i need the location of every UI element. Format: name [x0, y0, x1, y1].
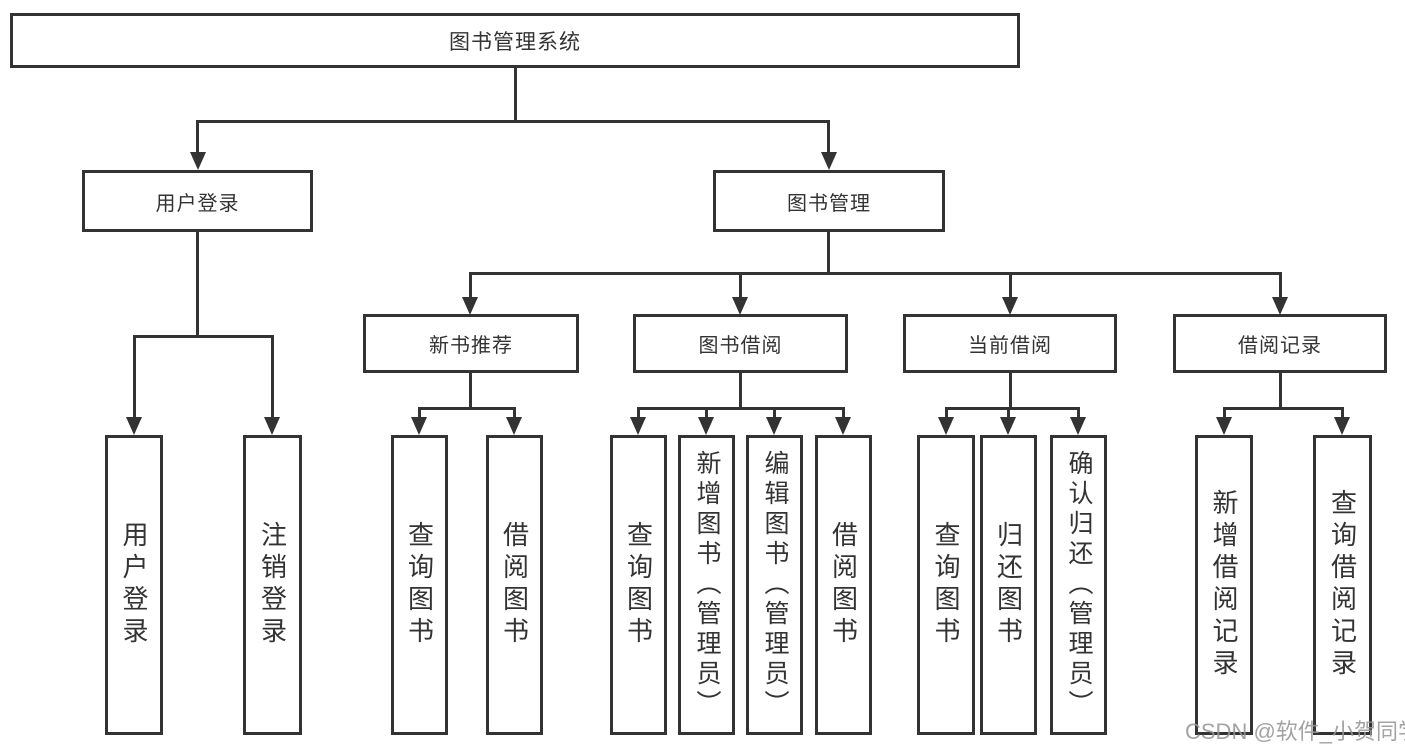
leaf-label: 借阅图书: [499, 521, 530, 649]
arrow-down-icon: [1216, 417, 1232, 435]
leaf-label: 用户登录: [119, 521, 149, 649]
leaf-label: 借阅图书: [828, 521, 859, 649]
node-current-borrow: 当前借阅: [903, 314, 1117, 373]
leaf-add-borrow-record: 新增借阅记录: [1195, 435, 1253, 735]
arrow-down-icon: [462, 297, 478, 315]
node-user-login: 用户登录: [82, 170, 313, 232]
node-library-management-system: 图书管理系统: [10, 13, 1020, 68]
connector-vline: [514, 68, 517, 123]
arrow-down-icon: [1272, 297, 1288, 315]
connector-vline: [1077, 407, 1080, 421]
connector-vline: [705, 407, 708, 421]
connector-vline: [842, 407, 845, 421]
connector-hline: [133, 335, 274, 338]
node-label: 新书推荐: [429, 335, 513, 357]
arrow-down-icon: [766, 417, 782, 435]
connector-hline: [469, 272, 1282, 275]
arrow-down-icon: [732, 297, 748, 315]
leaf-user-login: 用户登录: [105, 435, 163, 735]
node-label: 图书管理: [787, 192, 871, 215]
arrow-down-icon: [698, 417, 714, 435]
connector-hline: [196, 120, 830, 123]
node-new-book-recommend: 新书推荐: [363, 314, 579, 373]
connector-vline: [1009, 373, 1012, 410]
connector-vline: [945, 407, 948, 421]
arrow-down-icon: [190, 152, 206, 170]
arrow-down-icon: [630, 417, 646, 435]
leaf-label: 查询图书: [931, 521, 961, 649]
connector-vline: [469, 272, 472, 299]
connector-vline: [827, 232, 830, 275]
arrow-down-icon: [1334, 417, 1350, 435]
connector-vline: [469, 373, 472, 410]
connector-vline: [133, 335, 136, 419]
arrow-down-icon: [264, 417, 280, 435]
connector-vline: [1341, 407, 1344, 421]
connector-hline: [945, 407, 1080, 410]
connector-vline: [637, 407, 640, 421]
csdn-watermark: CSDN @软件_小贺同学: [1185, 719, 1405, 744]
leaf-query-books-borrow: 查询图书: [610, 435, 667, 735]
arrow-down-icon: [1002, 297, 1018, 315]
arrow-down-icon: [835, 417, 851, 435]
leaf-confirm-return-admin: 确认归还（管理员）: [1050, 435, 1107, 735]
connector-vline: [827, 120, 830, 155]
connector-vline: [1007, 407, 1010, 421]
leaf-add-book-admin: 新增图书（管理员）: [678, 435, 735, 735]
connector-hline: [1223, 407, 1344, 410]
connector-vline: [739, 373, 742, 410]
connector-hline: [637, 407, 845, 410]
arrow-down-icon: [411, 417, 427, 435]
arrow-down-icon: [1000, 417, 1016, 435]
leaf-borrow-books-recommend: 借阅图书: [486, 435, 543, 735]
node-label: 图书借阅: [698, 335, 783, 357]
node-label: 当前借阅: [968, 335, 1052, 357]
connector-vline: [1223, 407, 1226, 421]
leaf-label: 归还图书: [993, 521, 1024, 649]
connector-vline: [1279, 272, 1282, 299]
leaf-edit-book-admin: 编辑图书（管理员）: [746, 435, 803, 735]
node-borrow-records: 借阅记录: [1173, 314, 1387, 373]
connector-vline: [271, 335, 274, 419]
leaf-query-books-current: 查询图书: [917, 435, 975, 735]
node-label: 用户登录: [155, 192, 240, 215]
leaf-label: 注销登录: [257, 521, 288, 649]
connector-vline: [1279, 373, 1282, 410]
connector-vline: [196, 120, 199, 155]
node-book-borrow: 图书借阅: [633, 314, 848, 373]
connector-vline: [196, 232, 199, 338]
connector-hline: [418, 407, 516, 410]
leaf-label: 查询借阅记录: [1327, 489, 1358, 681]
node-label: 图书管理系统: [449, 30, 581, 54]
leaf-label: 新增借阅记录: [1209, 489, 1239, 681]
arrow-down-icon: [1070, 417, 1086, 435]
connector-vline: [513, 407, 516, 421]
leaf-query-books-recommend: 查询图书: [391, 435, 448, 735]
node-label: 借阅记录: [1238, 335, 1322, 357]
connector-vline: [1009, 272, 1012, 299]
arrow-down-icon: [938, 417, 954, 435]
arrow-down-icon: [821, 152, 837, 170]
arrow-down-icon: [126, 417, 142, 435]
leaf-label: 编辑图书（管理员）: [761, 450, 789, 720]
leaf-label: 查询图书: [623, 521, 654, 649]
connector-vline: [773, 407, 776, 421]
leaf-query-borrow-record: 查询借阅记录: [1313, 435, 1372, 735]
leaf-label: 新增图书（管理员）: [693, 450, 721, 720]
leaf-logout: 注销登录: [243, 435, 302, 735]
arrow-down-icon: [506, 417, 522, 435]
leaf-label: 查询图书: [404, 521, 435, 649]
leaf-borrow-books-borrow: 借阅图书: [815, 435, 872, 735]
leaf-return-book: 归还图书: [980, 435, 1037, 735]
leaf-label: 确认归还（管理员）: [1065, 450, 1093, 720]
node-book-management: 图书管理: [713, 170, 945, 232]
connector-vline: [418, 407, 421, 421]
connector-vline: [739, 272, 742, 299]
